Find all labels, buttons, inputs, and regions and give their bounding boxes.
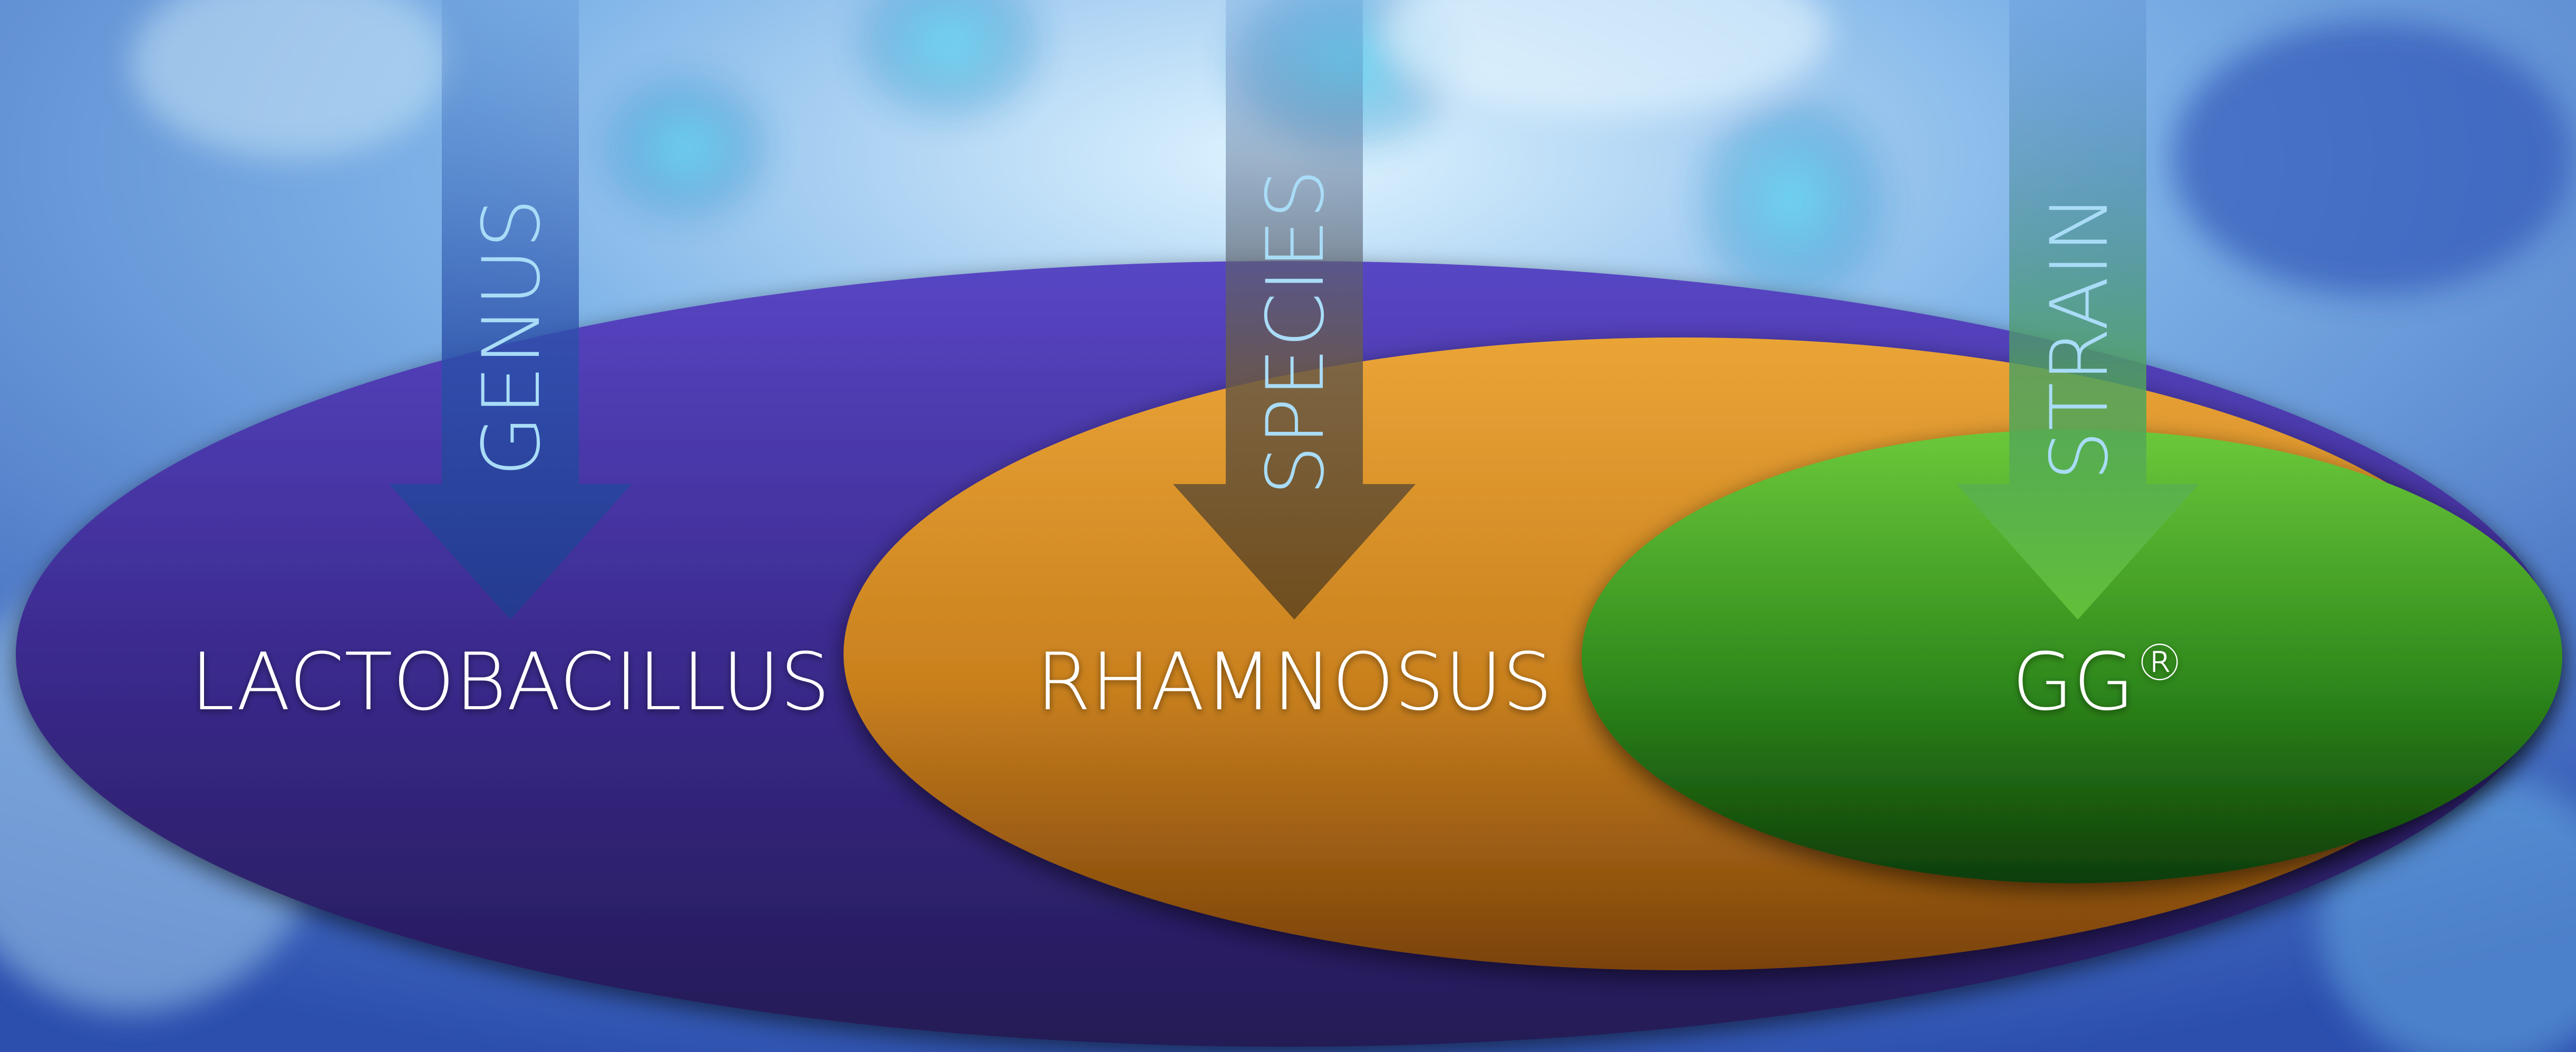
strain-arrow-label: STRAIN (2034, 194, 2126, 481)
genus-name: LACTOBACILLUS (190, 636, 830, 728)
registered-mark: ® (2135, 634, 2185, 692)
species-name: RHAMNOSUS (1036, 636, 1553, 728)
genus-arrow-label: GENUS (466, 198, 558, 477)
species-arrow-label: SPECIES (1250, 169, 1342, 495)
strain-name-text: GG (2012, 636, 2134, 728)
